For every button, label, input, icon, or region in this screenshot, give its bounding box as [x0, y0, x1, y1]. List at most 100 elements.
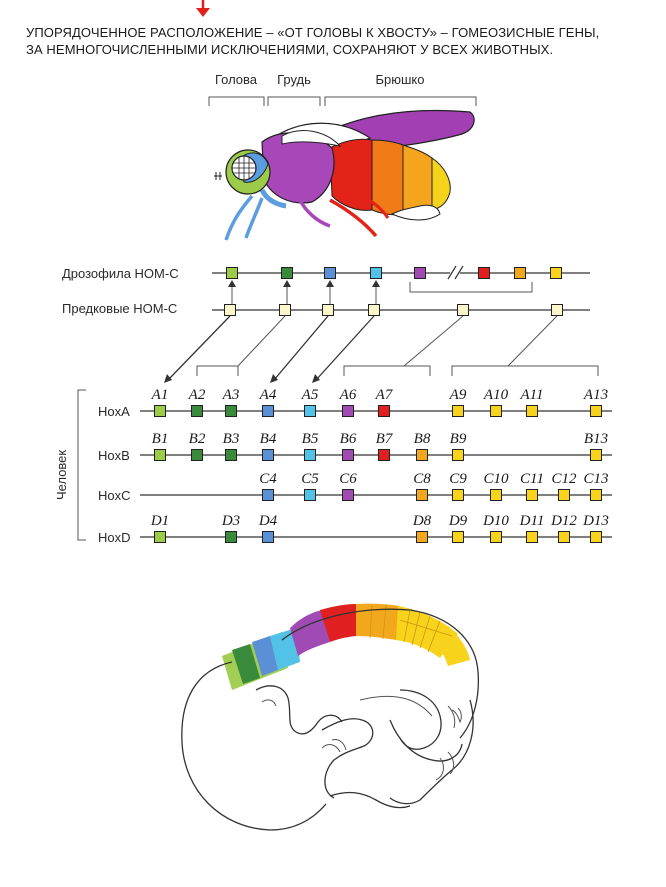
hoxb-gene-box — [262, 449, 274, 461]
embryo-illustration — [181, 603, 480, 831]
red-arrow-icon — [196, 0, 210, 17]
hoxb-gene-box — [154, 449, 166, 461]
hoxa-gene-box — [452, 405, 464, 417]
drosophila-gene-box — [324, 267, 336, 279]
hoxa-gene-label: A5 — [301, 387, 319, 403]
ancestral-gene-box — [224, 304, 236, 316]
hoxc-gene-label: C12 — [551, 471, 577, 487]
hoxc-gene-label: C6 — [339, 471, 357, 487]
hoxd-gene-box — [452, 531, 464, 543]
hoxa-gene-label: A4 — [259, 387, 277, 403]
hoxa-gene-label: A3 — [222, 387, 240, 403]
hoxd-gene-box — [416, 531, 428, 543]
drosophila-gene-box — [550, 267, 562, 279]
hoxc-gene-label: C11 — [520, 471, 544, 487]
hoxb-gene-box — [191, 449, 203, 461]
caption-line-2: ЗА НЕМНОГОЧИСЛЕННЫМИ ИСКЛЮЧЕНИЯМИ, СОХРА… — [26, 42, 554, 57]
hoxa-gene-label: A2 — [188, 387, 206, 403]
hoxd-gene-label: D3 — [221, 513, 240, 529]
ancestral-gene-box — [368, 304, 380, 316]
label-abdomen: Брюшко — [375, 72, 424, 87]
hoxa-gene-box — [526, 405, 538, 417]
drosophila-gene-box — [414, 267, 426, 279]
caption: УПОРЯДОЧЕННОЕ РАСПОЛОЖЕНИЕ – «ОТ ГОЛОВЫ … — [26, 24, 646, 58]
drosophila-gene-box — [370, 267, 382, 279]
ancestral-gene-box — [551, 304, 563, 316]
hoxa-gene-label: A6 — [339, 387, 357, 403]
hoxb-gene-label: B4 — [260, 431, 277, 447]
hoxb-gene-label: B6 — [340, 431, 357, 447]
hoxb-gene-label: B3 — [223, 431, 240, 447]
hoxd-gene-box — [526, 531, 538, 543]
hoxd-gene-label: D13 — [582, 513, 609, 529]
hoxd-gene-label: D1 — [150, 513, 169, 529]
hoxb-gene-box — [416, 449, 428, 461]
hoxd-gene-box — [154, 531, 166, 543]
hoxa-gene-box — [304, 405, 316, 417]
hoxb-gene-label: B7 — [376, 431, 394, 447]
label-thorax: Грудь — [277, 72, 311, 87]
hoxb-gene-box — [304, 449, 316, 461]
hoxa-gene-box — [342, 405, 354, 417]
human-bracket — [77, 389, 86, 541]
hoxb-gene-box — [225, 449, 237, 461]
drosophila-gene-box — [281, 267, 293, 279]
hoxc-gene-box — [342, 489, 354, 501]
hoxa-gene-label: A7 — [375, 387, 394, 403]
row-label-hoxa: HoxA — [98, 404, 130, 419]
hoxb-gene-label: B8 — [414, 431, 431, 447]
hoxb-gene-label: B2 — [189, 431, 206, 447]
hoxd-gene-label: D11 — [519, 513, 545, 529]
hoxb-gene-label: B5 — [302, 431, 319, 447]
ancestral-gene-boxes — [224, 304, 563, 316]
compound-eye-icon — [231, 155, 257, 181]
hoxc-gene-box — [304, 489, 316, 501]
human-mapping-lines — [164, 315, 599, 383]
hoxa-gene-box — [225, 405, 237, 417]
row-label-hoxc: HoxC — [98, 488, 131, 503]
drosophila-mapping-arrows — [228, 280, 380, 304]
drosophila-gene-box — [478, 267, 490, 279]
hoxb-gene-box — [452, 449, 464, 461]
row-label-hoxb: HoxB — [98, 448, 130, 463]
hoxa-gene-label: A11 — [519, 387, 543, 403]
hoxb-gene-box — [590, 449, 602, 461]
hoxd-gene-label: D9 — [448, 513, 468, 529]
hoxc-gene-box — [262, 489, 274, 501]
hoxa-gene-label: A13 — [583, 387, 608, 403]
hoxc-gene-box — [526, 489, 538, 501]
hoxb-gene-label: B1 — [152, 431, 169, 447]
ancestral-gene-box — [322, 304, 334, 316]
drosophila-gene-box — [226, 267, 238, 279]
drosophila-gene-box — [514, 267, 526, 279]
hoxa-gene-label: A10 — [483, 387, 509, 403]
hoxb-gene-label: B9 — [450, 431, 467, 447]
body-region-brackets — [208, 96, 477, 106]
row-label-hoxd: HoxD — [98, 530, 131, 545]
hoxd-gene-label: D10 — [482, 513, 509, 529]
hoxd-gene-box — [262, 531, 274, 543]
hoxa-gene-box — [590, 405, 602, 417]
hoxc-gene-label: C9 — [449, 471, 467, 487]
hoxc-gene-label: C13 — [583, 471, 608, 487]
hoxd-gene-box — [490, 531, 502, 543]
hoxc-gene-label: C5 — [301, 471, 319, 487]
hoxc-gene-label: C8 — [413, 471, 431, 487]
hoxc-gene-label: C4 — [259, 471, 277, 487]
hoxd-gene-label: D12 — [550, 513, 577, 529]
hoxa-gene-label: A9 — [449, 387, 467, 403]
drosophila-chromosome — [212, 265, 590, 293]
hoxb-gene-label: B13 — [584, 431, 608, 447]
row-label-ancestral: Предковые HOM-C — [62, 301, 177, 316]
ancestral-gene-box — [279, 304, 291, 316]
hoxb-gene-box — [378, 449, 390, 461]
hoxd-gene-label: D4 — [258, 513, 278, 529]
hoxd-gene-box — [225, 531, 237, 543]
hoxd-gene-box — [558, 531, 570, 543]
hoxa-gene-box — [262, 405, 274, 417]
hoxa-gene-box — [191, 405, 203, 417]
hoxc-gene-label: C10 — [483, 471, 509, 487]
hoxb-gene-box — [342, 449, 354, 461]
ancestral-gene-box — [457, 304, 469, 316]
